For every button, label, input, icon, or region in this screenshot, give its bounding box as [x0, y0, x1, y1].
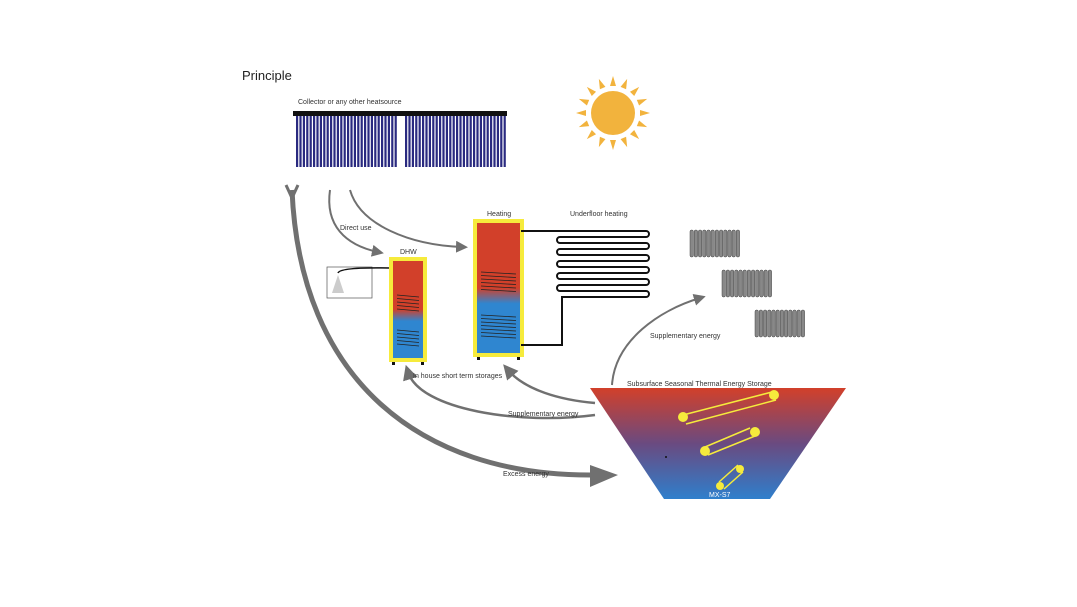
- excess-energy-arrow: [289, 189, 591, 478]
- supplementary-arrow-dhw: [403, 364, 596, 420]
- direct-use-arrow-heating: [349, 189, 468, 253]
- solar-collector: [293, 111, 507, 167]
- radiators: [689, 229, 805, 338]
- collector-label: Collector or any other heatsource: [298, 99, 402, 106]
- dhw-tank: [389, 257, 427, 365]
- in-house-label: In house short term storages: [413, 373, 503, 380]
- dhw-label: DHW: [400, 249, 417, 256]
- supplementary-label-house: Supplementary energy: [508, 411, 579, 418]
- underfloor-heating-pipe: [521, 230, 650, 346]
- direct-use-label: Direct use: [340, 225, 372, 232]
- supplementary-label-radiators: Supplementary energy: [650, 333, 721, 340]
- shower-icon: [326, 266, 391, 299]
- storage-label: Subsurface Seasonal Thermal Energy Stora…: [627, 381, 772, 388]
- supplementary-arrow-radiators: [611, 293, 706, 386]
- storage-id-label: MX-S7: [709, 492, 731, 499]
- heating-label: Heating: [487, 211, 511, 218]
- direct-use-arrow-dhw: [328, 189, 384, 257]
- page-title: Principle: [242, 68, 292, 83]
- heating-tank: [473, 219, 524, 360]
- underfloor-label: Underfloor heating: [570, 211, 628, 218]
- sun-icon: [576, 76, 650, 150]
- excess-energy-label: Excess energy: [503, 471, 549, 478]
- supplementary-arrow-heating: [503, 364, 596, 405]
- arrows: [284, 184, 706, 487]
- seasonal-storage: [590, 388, 846, 499]
